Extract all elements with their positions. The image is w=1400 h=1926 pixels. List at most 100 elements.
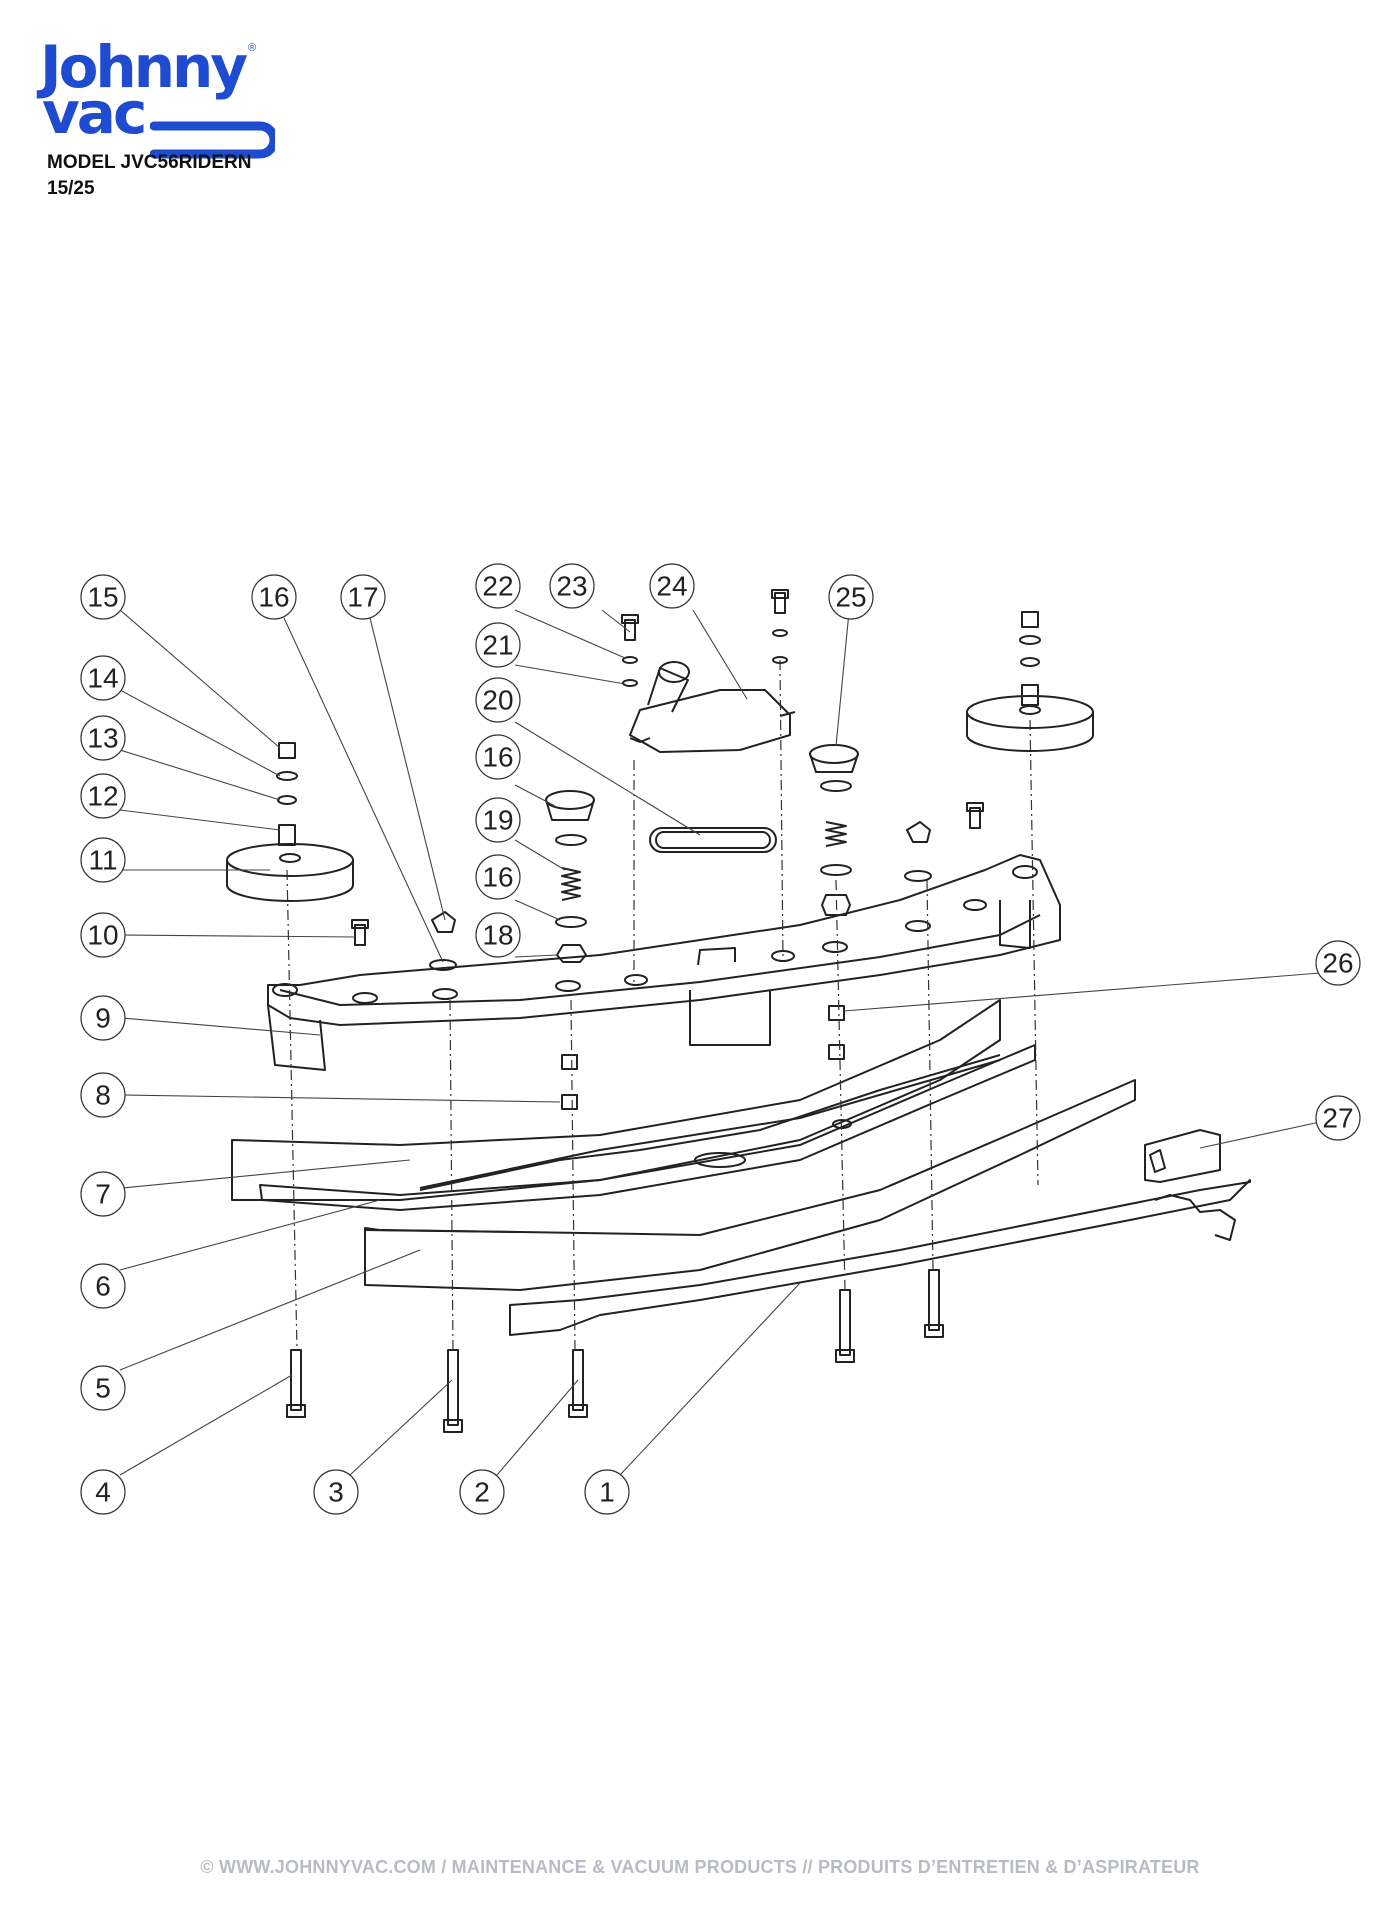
svg-text:22: 22 xyxy=(482,571,513,602)
svg-text:7: 7 xyxy=(95,1179,111,1210)
callout-12: 12 xyxy=(80,773,126,819)
callout-11: 11 xyxy=(80,837,126,883)
callout-17: 17 xyxy=(340,574,386,620)
svg-text:2: 2 xyxy=(474,1477,490,1508)
callout-25: 25 xyxy=(828,574,874,620)
part-16-knob-left xyxy=(545,790,595,821)
part-24-suction-elbow xyxy=(629,661,796,753)
svg-text:8: 8 xyxy=(95,1080,111,1111)
part-11-wheel-left xyxy=(226,843,354,902)
svg-text:27: 27 xyxy=(1322,1103,1353,1134)
part-23-screw xyxy=(621,614,639,641)
right-screw xyxy=(966,802,984,829)
callout-3: 3 xyxy=(313,1469,359,1515)
part-10-screw xyxy=(351,919,369,946)
assembly-lines xyxy=(286,659,1039,1351)
callout-20: 20 xyxy=(475,677,521,723)
callout-10: 10 xyxy=(80,912,126,958)
part-19-spring xyxy=(561,867,581,901)
callout-1: 1 xyxy=(584,1469,630,1515)
part-26-nut xyxy=(828,1005,845,1060)
callout-16-washer: 16 xyxy=(475,854,521,900)
right-wheel-stack xyxy=(1019,611,1041,706)
part-25-knob xyxy=(809,744,859,916)
svg-text:26: 26 xyxy=(1322,948,1353,979)
part-18-cap xyxy=(556,944,587,963)
svg-text:14: 14 xyxy=(87,663,118,694)
svg-text:9: 9 xyxy=(95,1003,111,1034)
svg-text:20: 20 xyxy=(482,685,513,716)
svg-text:17: 17 xyxy=(347,582,378,613)
callout-16-knob: 16 xyxy=(475,734,521,780)
callout-9: 9 xyxy=(80,995,126,1041)
svg-text:18: 18 xyxy=(482,920,513,951)
part-14-washer xyxy=(276,771,298,781)
page-number: 15/25 xyxy=(47,177,95,199)
leader-lines xyxy=(119,609,1321,1476)
part-4-bolt xyxy=(286,1349,306,1418)
model-name: MODEL JVC56RIDERN xyxy=(47,152,252,173)
callout-21: 21 xyxy=(475,622,521,668)
callout-19: 19 xyxy=(475,797,521,843)
callout-27: 27 xyxy=(1315,1095,1361,1141)
callout-23: 23 xyxy=(549,563,595,609)
callout-18: 18 xyxy=(475,912,521,958)
part-5-front-blade xyxy=(364,1079,1136,1291)
model-header: MODEL JVC56RIDERN 15/25 xyxy=(47,150,251,201)
svg-text:13: 13 xyxy=(87,723,118,754)
part-12-spacer xyxy=(278,824,296,846)
part-9-frame xyxy=(267,854,1061,1071)
callout-26: 26 xyxy=(1315,940,1361,986)
svg-text:12: 12 xyxy=(87,781,118,812)
right-screw-stack xyxy=(771,589,789,664)
callout-13: 13 xyxy=(80,715,126,761)
part-1-blade-holder xyxy=(509,1129,1251,1336)
svg-text:15: 15 xyxy=(87,582,118,613)
callout-24: 24 xyxy=(649,563,695,609)
callout-22: 22 xyxy=(475,563,521,609)
washer-16 xyxy=(555,834,587,928)
logo-word-johnny: Johnny xyxy=(40,33,248,101)
svg-text:19: 19 xyxy=(482,805,513,836)
logo-swoosh xyxy=(150,121,275,159)
svg-text:1: 1 xyxy=(599,1477,615,1508)
svg-text:6: 6 xyxy=(95,1271,111,1302)
part-8-nut xyxy=(561,1054,578,1110)
svg-text:16: 16 xyxy=(258,582,289,613)
svg-text:21: 21 xyxy=(482,630,513,661)
callout-5: 5 xyxy=(80,1365,126,1411)
callout-7: 7 xyxy=(80,1171,126,1217)
svg-text:23: 23 xyxy=(556,571,587,602)
svg-text:3: 3 xyxy=(328,1477,344,1508)
part-21-washer xyxy=(622,679,638,687)
svg-text:4: 4 xyxy=(95,1477,111,1508)
part-13-ring xyxy=(277,795,297,805)
callout-4: 4 xyxy=(80,1469,126,1515)
logo-word-vac: vac xyxy=(42,79,147,147)
svg-text:11: 11 xyxy=(88,845,117,876)
part-7-squeegee-blade xyxy=(231,999,1001,1201)
johnnyvac-logo: Johnny vac ® xyxy=(40,33,275,159)
callout-6: 6 xyxy=(80,1263,126,1309)
part-2-bolt xyxy=(568,1349,588,1418)
part-22-washer xyxy=(622,656,638,664)
svg-text:25: 25 xyxy=(835,582,866,613)
callout-2: 2 xyxy=(459,1469,505,1515)
svg-text:16: 16 xyxy=(482,862,513,893)
callout-8: 8 xyxy=(80,1072,126,1118)
callout-14: 14 xyxy=(80,655,126,701)
part-20-belt xyxy=(649,827,777,853)
logo-registered-mark: ® xyxy=(248,42,257,54)
holder-bolts xyxy=(835,1269,944,1363)
footer-copyright: © WWW.JOHNNYVAC.COM / MAINTENANCE & VACU… xyxy=(200,1857,1200,1877)
svg-text:16: 16 xyxy=(482,742,513,773)
part-3-bolt xyxy=(443,1349,463,1433)
part-15-nut xyxy=(278,742,296,759)
svg-text:10: 10 xyxy=(87,920,118,951)
callout-15: 15 xyxy=(80,574,126,620)
callout-16-top: 16 xyxy=(251,574,297,620)
right-clip xyxy=(904,821,932,882)
svg-text:5: 5 xyxy=(95,1373,111,1404)
svg-text:24: 24 xyxy=(656,571,687,602)
